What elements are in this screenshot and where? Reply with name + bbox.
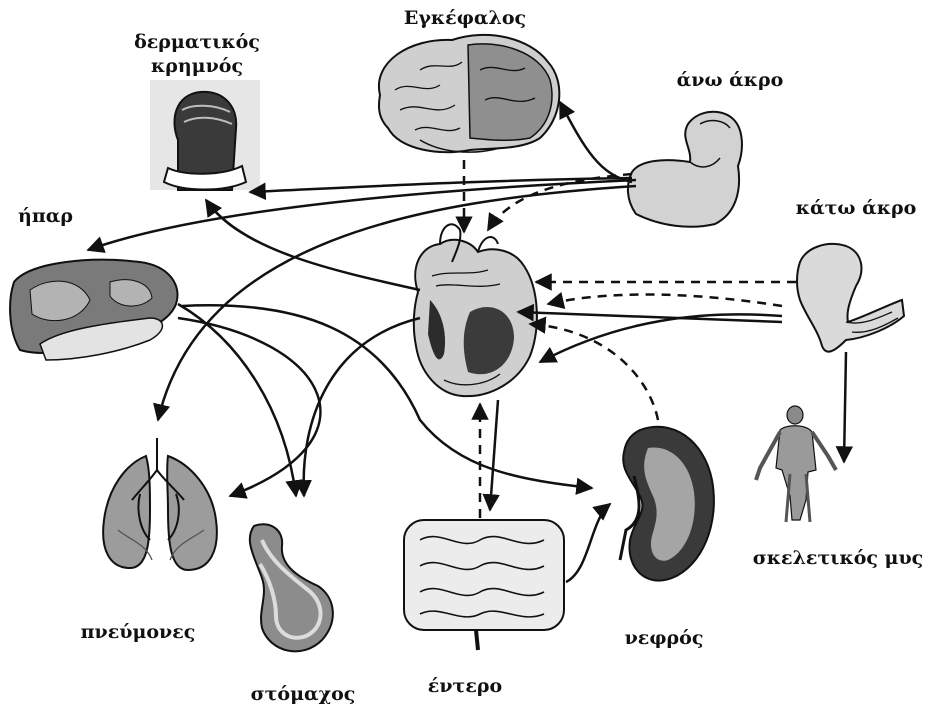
kidney-illustration — [620, 427, 714, 581]
dashed-lowerlimb-to-heart-2 — [548, 295, 782, 307]
lower-limb-illustration — [797, 244, 904, 352]
skin-flap-illustration — [150, 80, 260, 190]
brain-illustration — [379, 35, 559, 152]
arrow-limb-to-liver — [88, 180, 636, 250]
label-upper-limb: άνω άκρο — [677, 70, 784, 92]
arrow-limb-to-brain — [560, 102, 632, 182]
label-lower-limb: κάτω άκρο — [796, 198, 917, 220]
arrow-heart-to-intestine — [490, 400, 498, 510]
arrow-liver-to-lungs — [178, 318, 320, 496]
intestine-illustration — [404, 520, 564, 650]
liver-illustration — [10, 260, 177, 360]
heart-illustration — [414, 224, 537, 396]
skeletal-muscle-illustration — [756, 406, 836, 522]
arrow-heart-to-skin-flap — [206, 200, 420, 290]
upper-limb-illustration — [628, 112, 742, 227]
label-skin-flap-line1: δερματικός — [134, 32, 260, 54]
label-lungs: πνεύμονες — [81, 622, 196, 644]
label-skin-flap-line2: κρημνός — [151, 56, 243, 78]
stomach-illustration — [250, 524, 333, 651]
lungs-illustration — [103, 438, 217, 570]
arrow-lowerlimb-to-muscle — [844, 352, 846, 462]
label-intestine: έντερο — [428, 676, 502, 698]
arrow-limb-to-lungs — [158, 186, 636, 420]
label-liver: ήπαρ — [18, 206, 73, 228]
arrow-intestine-to-kidney — [566, 504, 610, 582]
label-brain: Εγκέφαλος — [404, 8, 526, 30]
label-stomach: στόμαχος — [251, 684, 356, 706]
label-skeletal-muscle: σκελετικός μυς — [753, 548, 923, 570]
label-kidney: νεφρός — [625, 628, 704, 650]
